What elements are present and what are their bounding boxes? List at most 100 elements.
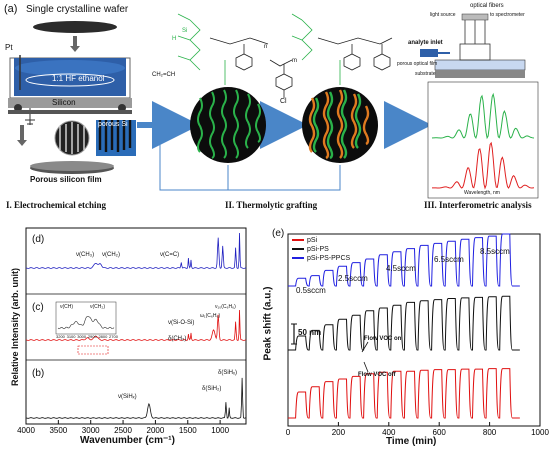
spectrometer-label: to spectrometer xyxy=(490,12,525,18)
porous-optical-film-label: porous optical film xyxy=(397,61,438,67)
inset-spectrum xyxy=(57,316,115,330)
e-xtick-label: 800 xyxy=(483,428,497,437)
flow-cell xyxy=(434,59,526,71)
ftir-xtick-label: 1500 xyxy=(179,426,197,435)
legend-item: pSi-PS-PPCS xyxy=(292,254,350,263)
molecule-sketch-1 xyxy=(177,13,201,71)
panel-ftir: 4000 3500 3000 2500 2000 1500 1000 (d) (c) (b)… xyxy=(0,222,262,450)
panel-a-label: (a) xyxy=(4,3,18,15)
porous-si-label: porous Si xyxy=(98,121,128,128)
pt-label: Pt xyxy=(5,43,13,52)
step3-caption: III. Interferometric analysis xyxy=(424,200,532,210)
series-pSi xyxy=(288,368,520,419)
ftir-ylabel: Relative Intensity (arb. unit) xyxy=(10,267,20,387)
flow-rate-1: 0.5sccm xyxy=(296,286,326,295)
scale-bar-label: 50 nm xyxy=(298,328,322,337)
inset-label-ch2: ν(CH₂) xyxy=(90,304,105,310)
legend-item: pSi xyxy=(292,236,350,245)
flow-rate-4: 6.5sccm xyxy=(434,255,464,264)
step1-caption: I. Electrochemical etching xyxy=(6,200,107,210)
flow-rate-3: 4.5sccm xyxy=(386,264,416,273)
ann-d-cc: ν(C=C) xyxy=(160,252,180,258)
inset-tick: 3000 xyxy=(77,334,87,339)
chart-e-xlabel: Time (min) xyxy=(386,436,437,447)
molecule-sketch-2b xyxy=(317,37,393,85)
chart-e-ylabel: Peak shift (a.u.) xyxy=(262,286,274,361)
ann-d-ch2: ν(CH₂) xyxy=(102,252,120,258)
silicon-label: Silicon xyxy=(52,98,76,107)
flow-off-arrow xyxy=(363,361,369,373)
ftir-xtick-label: 2000 xyxy=(147,426,165,435)
legend-item: pSi-PS xyxy=(292,245,350,254)
flow-off-label: Flow VOC off xyxy=(358,372,396,378)
ann-c-ch2: δ(CH₂) xyxy=(168,336,187,342)
chem-label-m: m xyxy=(292,58,297,64)
ann-c-w1: ω₁(C₆H₆) xyxy=(200,313,221,319)
label-d: (d) xyxy=(32,234,45,245)
label-c: (c) xyxy=(32,302,44,313)
solution-label: 1:1 HF ethanol xyxy=(52,74,105,83)
panel-a: (a) Single crystalline wafer Pt 1:1 HF e… xyxy=(0,0,550,215)
panel-e-label: (e) xyxy=(272,228,285,239)
e-xtick-label: 600 xyxy=(433,428,447,437)
response-chart: 0 200 400 600 800 1000 xyxy=(286,233,549,437)
e-xtick-label: 0 xyxy=(286,428,291,437)
ftir-ticks: 4000 3500 3000 2500 2000 1500 1000 xyxy=(17,420,230,435)
e-xtick-label: 400 xyxy=(382,428,396,437)
feedback-line xyxy=(159,125,228,191)
flow-rate-5: 8.5sccm xyxy=(480,247,510,256)
monomer-sketch xyxy=(269,59,293,98)
ftir-xtick-label: 2500 xyxy=(114,426,132,435)
e-xtick-label: 200 xyxy=(332,428,346,437)
feedback-loop xyxy=(227,165,341,191)
inset-tick: 2900 xyxy=(87,334,97,339)
e-xtick-label: 1000 xyxy=(531,428,549,437)
chem-label-si: Si xyxy=(182,28,188,34)
ftir-xtick-label: 4000 xyxy=(17,426,35,435)
series-pSi-PS xyxy=(288,295,520,351)
analyte-inlet-label: analyte inlet xyxy=(408,40,443,46)
chem-label-ch2ch: CH₂=CH xyxy=(152,72,176,78)
ftir-plot: 4000 3500 3000 2500 2000 1500 1000 xyxy=(17,227,247,435)
inset-tick: 3100 xyxy=(66,334,76,339)
ftir-xlabel: Wavenumber (cm⁻¹) xyxy=(80,435,175,446)
chem-label-h: H xyxy=(172,36,177,42)
panel-a-graphics xyxy=(8,13,539,199)
ann-c-sios: ν(Si-O-Si) xyxy=(168,320,195,326)
substrate-label: substrate xyxy=(415,71,436,77)
porous-film-label: Porous silicon film xyxy=(30,175,102,184)
ftir-frame xyxy=(25,227,247,425)
green-spectrum xyxy=(431,92,535,140)
inset-tick: 3200 xyxy=(56,334,65,339)
label-b: (b) xyxy=(32,368,45,379)
flow-on-arrow xyxy=(361,341,369,353)
molecule-sketch-2 xyxy=(291,13,313,61)
inset-tick: 2700 xyxy=(109,334,118,339)
light-source-label: light source xyxy=(430,12,456,18)
ann-d-ch3: ν(CH₃) xyxy=(76,252,95,258)
ann-c-v10: ν₁₀(C₆H₆) xyxy=(215,304,236,310)
flow-rate-2: 2.5sccm xyxy=(338,274,368,283)
inset-source-box xyxy=(77,345,109,355)
ann-b-sih2: δ(SiH₂) xyxy=(202,386,222,392)
molecule-sketch-1b xyxy=(209,37,269,85)
wavelength-label: Wavelength, nm xyxy=(464,190,500,196)
grafted-pores-1 xyxy=(190,87,266,163)
chem-label-n: n xyxy=(264,44,268,50)
ann-b-sihx: ν(SiHₓ) xyxy=(118,394,137,400)
chart-e-frame xyxy=(287,233,541,427)
ftir-xtick-label: 3000 xyxy=(82,426,100,435)
ann-b-dsihx: δ(SiHₓ) xyxy=(218,370,237,376)
inset-tick: 2800 xyxy=(98,334,108,339)
wafer-title: Single crystalline wafer xyxy=(26,4,129,15)
silicon-base xyxy=(8,98,132,108)
step2-caption: II. Thermolytic grafting xyxy=(225,200,318,210)
ftir-xtick-label: 3500 xyxy=(49,426,67,435)
ftir-xtick-label: 1000 xyxy=(211,426,229,435)
legend: pSi pSi-PS pSi-PS-PPCS xyxy=(292,236,350,263)
flow-on-label: Flow VOC on xyxy=(364,336,402,342)
spectrum-b xyxy=(25,377,247,419)
spectrum-d xyxy=(25,232,247,269)
inset-xticks: 3200 3100 3000 2900 2800 2700 xyxy=(56,334,118,339)
